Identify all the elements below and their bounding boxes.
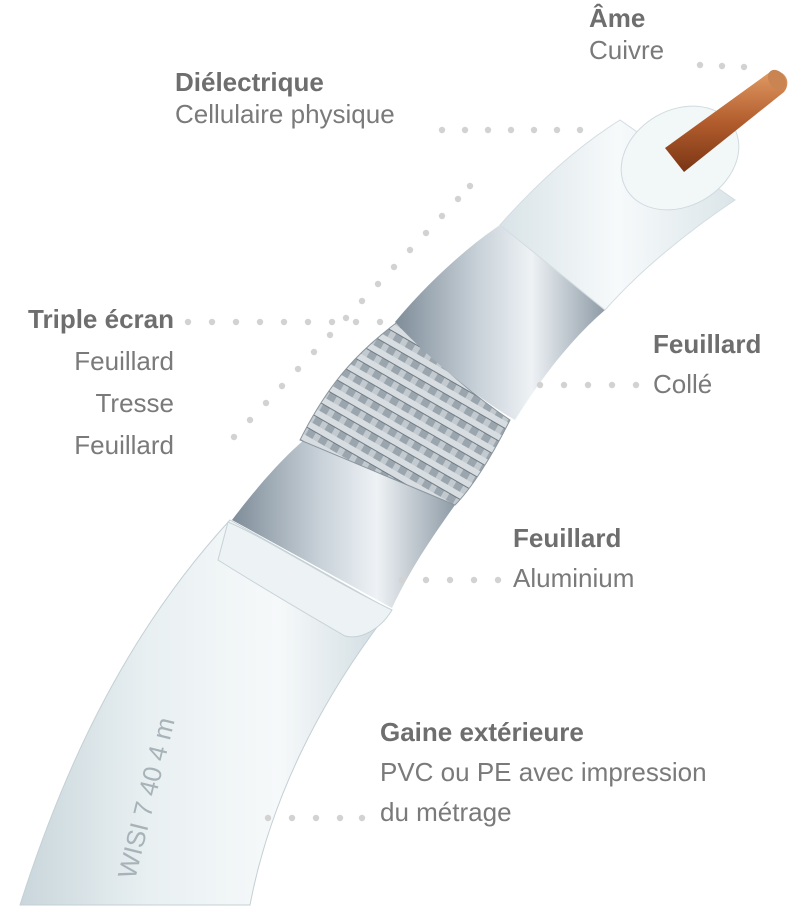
leader-dielectrique [438,126,584,134]
label-ame-line: Cuivre [589,35,665,65]
label-gaine-line-1: PVC ou PE avec impression [380,757,707,787]
leader-feuillard-colle [536,381,640,389]
leader-triple-ecran-diagonal [230,182,474,441]
label-dielectrique: Diélectrique Cellulaire physique [175,66,395,130]
label-gaine: Gaine extérieure PVC ou PE avec impressi… [380,712,707,832]
label-feuillard-colle-title: Feuillard [653,329,762,359]
copper-tip [767,69,787,91]
label-triple-ecran-line-2: Tresse [95,388,175,418]
label-dielectrique-line: Cellulaire physique [175,99,395,129]
label-ame: Âme Cuivre [589,2,664,66]
label-triple-ecran-line-3: Feuillard [74,430,174,460]
leader-lines [184,61,748,822]
label-feuillard-colle-line: Collé [653,369,713,399]
label-feuillard-colle: Feuillard Collé [653,324,761,404]
inner-foil [395,225,605,420]
label-triple-ecran-title: Triple écran [28,304,174,334]
label-triple-ecran-line-1: Feuillard [74,346,174,376]
jacket-rim [217,521,393,638]
label-ame-title: Âme [589,3,646,33]
leader-gaine [264,814,366,822]
label-feuillard-alu-line: Aluminium [513,563,635,593]
label-dielectrique-title: Diélectrique [175,67,324,97]
outer-foil [232,420,455,608]
label-feuillard-alu: Feuillard Aluminium [513,518,634,598]
label-gaine-line-2: du métrage [380,797,512,827]
label-feuillard-alu-title: Feuillard [513,523,622,553]
leader-triple-ecran [184,318,384,326]
copper-core [665,71,788,172]
label-triple-ecran: Triple écran Feuillard Tresse Feuillard [0,298,174,466]
leader-ame [696,61,748,71]
outer-jacket [19,519,391,906]
label-gaine-title: Gaine extérieure [380,717,584,747]
leader-feuillard-alu [398,576,502,584]
